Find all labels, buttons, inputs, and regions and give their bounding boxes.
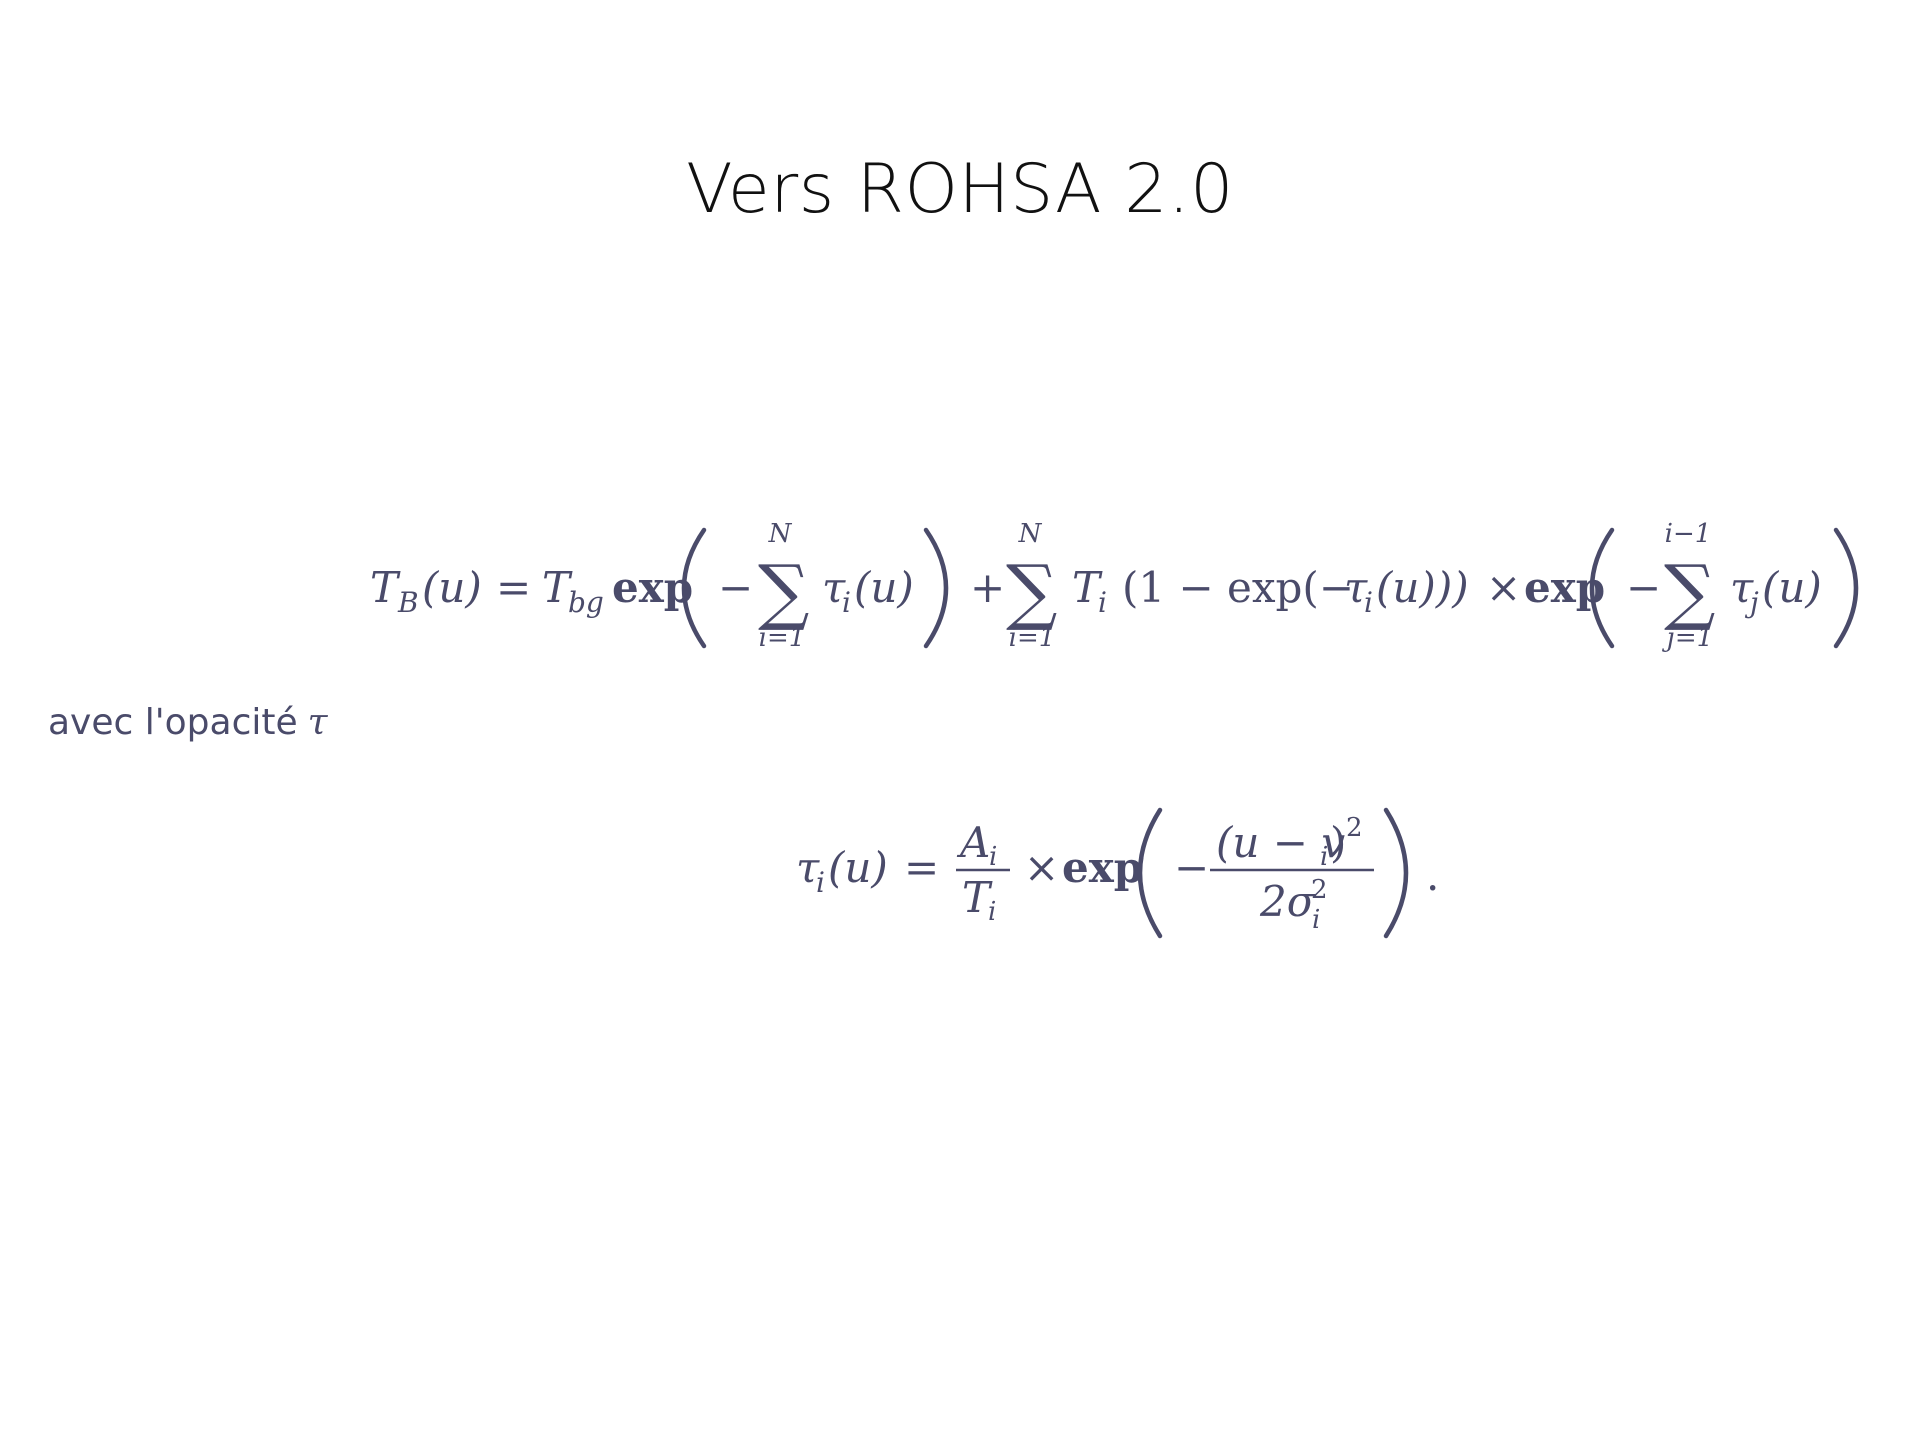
eq1-lhs-sub: B	[397, 586, 419, 619]
eq1-sigma-2: ∑	[1006, 549, 1057, 633]
eq1-lhs-T: T	[370, 563, 401, 612]
eq2-numerator-sub: i	[989, 842, 997, 872]
equation-brightness-temperature: T B (u) = T bg exp − ∑ N i=1 τ i (u) + ∑…	[370, 519, 1859, 653]
eq2-numerator-A: A	[956, 818, 990, 867]
eq1-Ti-sub: i	[1098, 586, 1107, 619]
eq2-exp: exp	[1062, 843, 1143, 892]
eq1-open-paren-2	[1589, 527, 1615, 649]
eq1-sum1-upper: N	[768, 519, 793, 549]
eq1-equals: =	[496, 563, 531, 612]
eq2-close-paren	[1383, 807, 1409, 939]
eq2-num-sup: 2	[1346, 813, 1363, 843]
eq1-tau-1-arg: (u)	[854, 563, 914, 612]
eq1-sigma-1: ∑	[758, 549, 809, 633]
eq1-tau-1-sub: i	[842, 586, 851, 619]
eq1-sum2-upper: N	[1018, 519, 1043, 549]
eq1-sigma-3: ∑	[1664, 549, 1715, 633]
eq2-num-open: (u − v	[1216, 818, 1345, 867]
eq1-plus: +	[970, 563, 1005, 612]
eq2-period: .	[1426, 851, 1439, 900]
caption-tau-symbol: τ	[307, 702, 328, 743]
eq2-num-close: )	[1330, 818, 1346, 867]
eq2-denominator-T: T	[962, 873, 993, 922]
eq2-times: ×	[1024, 843, 1059, 892]
eq2-open-paren	[1137, 807, 1163, 939]
eq1-close-paren-2	[1833, 527, 1859, 649]
eq2-den-sup: 2	[1311, 875, 1328, 905]
eq2-minus: −	[1174, 843, 1209, 892]
eq1-tbg-sub: bg	[568, 586, 604, 619]
eq1-sum2-lower: i=1	[1009, 623, 1056, 653]
eq1-Ti-T: T	[1072, 563, 1103, 612]
eq2-den-two-sigma: 2σ	[1259, 877, 1317, 926]
eq2-tau: τ	[796, 843, 820, 892]
eq2-denominator-sub: i	[988, 897, 996, 927]
eq1-tau-2-arg: (u)))	[1376, 563, 1469, 612]
eq1-lhs-arg: (u)	[422, 563, 482, 612]
slide-title: Vers ROHSA 2.0	[686, 150, 1234, 229]
eq1-one-minus-exp: (1 − exp(−	[1122, 563, 1354, 612]
eq1-open-paren-1	[681, 527, 707, 649]
eq1-times: ×	[1486, 563, 1521, 612]
eq2-equals: =	[904, 843, 939, 892]
eq1-exp-1: exp	[612, 563, 693, 612]
caption-text: avec l'opacité	[48, 702, 298, 743]
eq1-minus-1: −	[718, 563, 753, 612]
eq1-tau-3: τ	[1730, 563, 1754, 612]
eq1-tau-3-arg: (u)	[1762, 563, 1822, 612]
eq1-tau-2-sub: i	[1364, 586, 1373, 619]
eq1-tau-2: τ	[1344, 563, 1368, 612]
equation-opacity: τ i (u) = A i T i × exp − (u − v i ) 2 2…	[796, 807, 1439, 939]
eq1-minus-2: −	[1626, 563, 1661, 612]
eq1-sum1-lower: i=1	[759, 623, 806, 653]
eq1-tau-1: τ	[822, 563, 846, 612]
eq1-sum3-upper: i−1	[1665, 519, 1712, 549]
eq2-tau-arg: (u)	[828, 843, 888, 892]
eq2-den-sub: i	[1312, 905, 1320, 935]
eq1-sum3-lower: j=1	[1662, 623, 1713, 653]
eq2-num-sub: i	[1320, 842, 1328, 872]
eq1-tbg-T: T	[542, 563, 573, 612]
eq1-close-paren-1	[923, 527, 949, 649]
eq2-tau-sub: i	[816, 866, 825, 899]
